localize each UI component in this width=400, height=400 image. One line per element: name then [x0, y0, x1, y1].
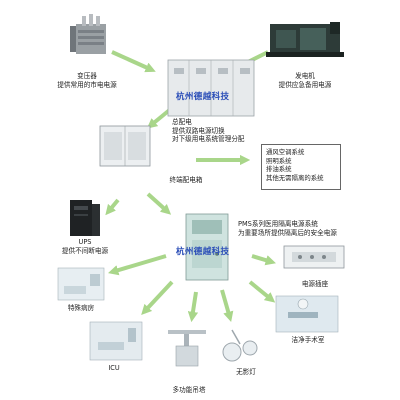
arrow-pms-to-lamp: [220, 289, 234, 322]
ward-illustration: [57, 267, 105, 301]
transformer-label: 变压器 提供常用的市电电源: [52, 72, 122, 89]
terminal-box-illustration: [99, 125, 151, 167]
arrow-pms-to-socket: [251, 254, 276, 266]
transformer-title: 变压器: [77, 72, 97, 80]
arrow-pms-to-tower: [187, 291, 199, 323]
arrow-terminal-to-pms: [146, 192, 172, 215]
ups-desc: 提供不间断电源: [61, 246, 109, 255]
system-drainage: 排油系统: [266, 165, 292, 174]
transformer-illustration: [70, 14, 106, 54]
ward-title: 特殊病房: [67, 304, 95, 312]
ward-label: 特殊病房: [58, 304, 104, 313]
main-panel-desc-2: 对下级用电系统管理分配: [172, 135, 245, 144]
terminal-title: 终端配电箱: [169, 176, 203, 184]
arrow-pms-to-ward: [108, 254, 167, 276]
ups-title: UPS: [78, 238, 92, 246]
generator-illustration: [266, 22, 344, 57]
main-panel-desc-1: 提供双路电源切换: [172, 126, 225, 135]
socket-title: 电源插座: [301, 280, 329, 288]
arrow-pms-to-icu: [141, 280, 174, 316]
icu-title: ICU: [108, 364, 120, 372]
lamp-label: 无影灯: [226, 368, 266, 377]
pms-label: PMS系列医用隔离电源系统 为重要场所提供隔离后的安全电源: [238, 220, 337, 237]
terminal-label: 终端配电箱: [156, 176, 216, 185]
clean-room-illustration: [275, 295, 339, 333]
pms-cabinet-illustration: [185, 213, 229, 281]
pms-title: PMS系列医用隔离电源系统: [238, 220, 318, 228]
main-panel-label: 总配电 提供双路电源切换 对下级用电系统管理分配: [172, 118, 245, 144]
arrow-pms-to-cleanroom: [248, 280, 276, 303]
generator-title: 发电机: [295, 72, 315, 80]
arrow-transformer-to-panel: [111, 50, 156, 73]
systems-box: 通风空调系统 照明系统 排油系统 其他无需隔离的系统: [261, 144, 341, 190]
icu-label: ICU: [104, 364, 124, 373]
system-lighting: 照明系统: [266, 156, 292, 165]
tower-label: 多功能吊塔: [164, 386, 214, 395]
transformer-desc: 提供常用的市电电源: [57, 80, 117, 89]
pms-desc: 为重要场所提供隔离后的安全电源: [238, 228, 337, 237]
system-hvac: 通风空调系统: [266, 148, 305, 156]
socket-label: 电源插座: [290, 280, 340, 289]
lamp-title: 无影灯: [236, 368, 256, 376]
shadowless-lamp-illustration: [222, 329, 258, 362]
generator-label: 发电机 提供应急备用电源: [270, 72, 340, 89]
ups-illustration: [70, 200, 100, 236]
watermark-middle: 杭州德越科技: [176, 247, 230, 257]
socket-illustration: [283, 245, 345, 269]
system-other: 其他无需隔离的系统: [266, 173, 324, 182]
main-panel-illustration: [167, 59, 255, 117]
tower-title: 多功能吊塔: [172, 386, 206, 394]
clean-room-title: 洁净手术室: [291, 336, 325, 344]
ups-label: UPS 提供不间断电源: [58, 238, 112, 255]
watermark-top: 杭州德越科技: [176, 92, 230, 102]
generator-desc: 提供应急备用电源: [278, 80, 332, 89]
icu-illustration: [89, 321, 143, 361]
arrow-terminal-to-ups: [105, 198, 120, 216]
pendant-tower-illustration: [168, 330, 206, 367]
clean-room-label: 洁净手术室: [283, 336, 333, 345]
main-panel-title: 总配电: [172, 118, 192, 126]
